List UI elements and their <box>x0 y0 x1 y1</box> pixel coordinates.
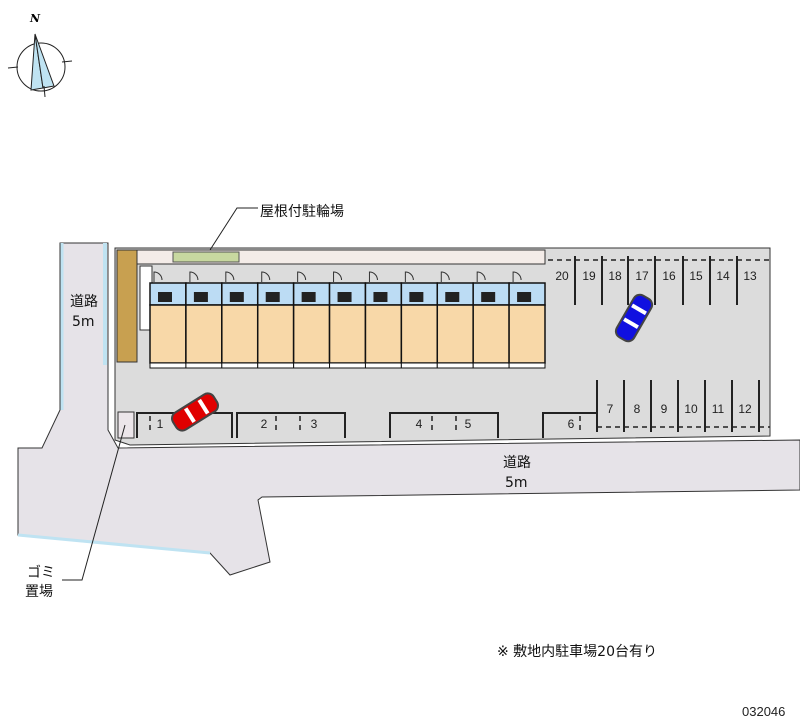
apartment-unit <box>185 271 223 369</box>
parking-space-number: 11 <box>712 402 725 416</box>
parking-space-number: 4 <box>416 417 423 431</box>
hedge <box>116 249 138 363</box>
parking-space-number: 1 <box>157 417 164 431</box>
garbage-area <box>117 411 135 439</box>
parking-space-number: 7 <box>607 402 614 416</box>
parking-space-number: 20 <box>555 269 569 283</box>
bike-parking-leader <box>209 207 258 251</box>
main-road-width: 5m <box>505 475 528 491</box>
parking-space-number: 2 <box>261 417 268 431</box>
parking-space-number: 19 <box>582 269 596 283</box>
parking-space-number: 13 <box>743 269 757 283</box>
left-road <box>17 242 800 576</box>
parking-space-number: 16 <box>662 269 676 283</box>
bike-parking-area <box>172 251 240 263</box>
main-road-label: 道路 <box>503 455 531 471</box>
parking-space-number: 3 <box>311 417 318 431</box>
garbage-label: ゴミ <box>27 564 55 581</box>
apartment-building <box>149 271 546 369</box>
parking-space-number: 18 <box>608 269 622 283</box>
apartment-unit <box>472 271 510 369</box>
parking-space-number: 10 <box>684 402 698 416</box>
left-road-label: 道路 <box>70 294 98 310</box>
left-road-width: 5m <box>72 314 95 330</box>
apartment-unit <box>436 271 474 369</box>
apartment-unit <box>149 271 187 369</box>
parking-space-number: 15 <box>689 269 703 283</box>
parking-note: ※ 敷地内駐車場20台有り <box>497 643 657 660</box>
parking-space-number: 17 <box>635 269 649 283</box>
compass-icon: N <box>7 12 73 98</box>
parking-space-number: 9 <box>661 402 668 416</box>
apartment-unit <box>221 271 259 369</box>
apartment-unit <box>508 271 546 369</box>
parking-space-number: 8 <box>634 402 641 416</box>
bike-parking-label: 屋根付駐輪場 <box>260 203 344 220</box>
north-label: N <box>29 12 41 25</box>
parking-space-number: 6 <box>568 417 575 431</box>
apartment-unit <box>400 271 439 369</box>
car-blue-icon <box>614 293 654 343</box>
car-red-icon <box>170 392 220 432</box>
apartment-unit <box>364 271 403 369</box>
parking-space-number: 14 <box>716 269 730 283</box>
apartment-unit <box>292 271 331 369</box>
parking-space-number: 12 <box>738 402 752 416</box>
parking-lines <box>136 256 770 438</box>
garbage-label-2: 置場 <box>25 584 53 600</box>
garbage-leader <box>62 424 126 581</box>
parking-space-number: 5 <box>465 417 472 431</box>
apartment-unit <box>328 271 367 369</box>
apartment-unit <box>256 271 295 369</box>
map-id: 032046 <box>742 704 785 719</box>
